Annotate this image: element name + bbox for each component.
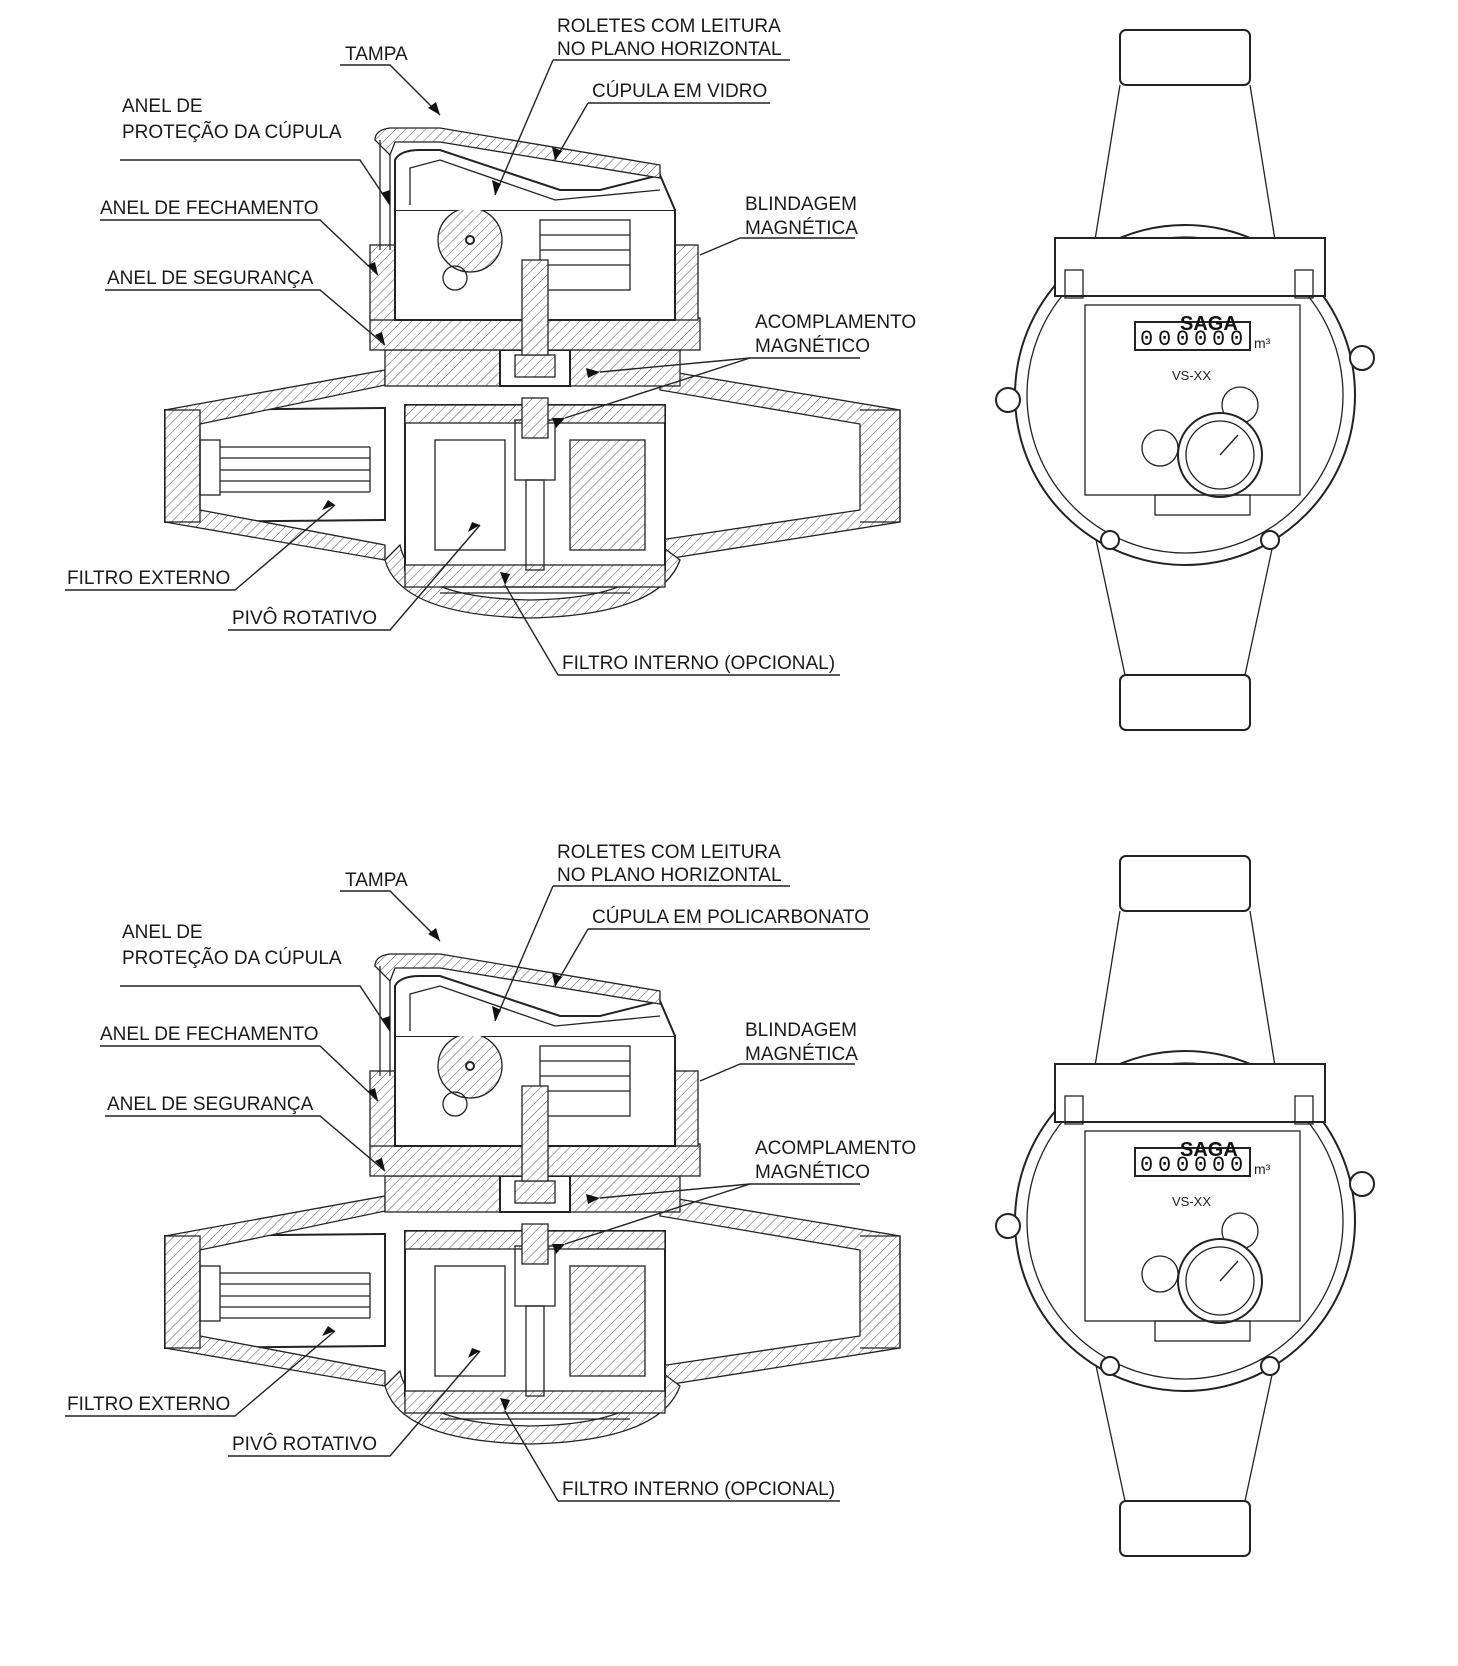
label-pivo-rotativo: PIVÔ ROTATIVO bbox=[232, 1433, 377, 1455]
label-blindagem-line1: BLINDAGEM bbox=[745, 1020, 857, 1041]
meter-model-2: VS-XX bbox=[1172, 1194, 1211, 1209]
counter-digit: 0 bbox=[1176, 1153, 1189, 1178]
counter-digit: 0 bbox=[1140, 327, 1153, 352]
label-anel-protecao-line1: ANEL DE bbox=[122, 96, 203, 117]
label-acoplamento-line1: ACOMPLAMENTO bbox=[755, 312, 916, 333]
label-tampa: TAMPA bbox=[345, 44, 408, 65]
counter-digit: 0 bbox=[1176, 327, 1189, 352]
arrowheads-2 bbox=[322, 928, 600, 1411]
meter-unit-1: m³ bbox=[1254, 335, 1271, 351]
arrowheads-1 bbox=[322, 102, 600, 585]
meter-counter-1: 0 0 0 0 0 0 bbox=[1140, 327, 1243, 352]
counter-digit: 0 bbox=[1230, 327, 1243, 352]
label-roletes-line1: ROLETES COM LEITURA bbox=[557, 842, 781, 863]
diagram-1: TAMPA ROLETES COM LEITURA NO PLANO HORIZ… bbox=[65, 16, 1375, 731]
label-acoplamento-line2: MAGNÉTICO bbox=[755, 336, 870, 357]
counter-digit: 0 bbox=[1158, 1153, 1171, 1178]
counter-digit: 0 bbox=[1158, 327, 1171, 352]
label-roletes-line1: ROLETES COM LEITURA bbox=[557, 16, 781, 37]
label-roletes-line2: NO PLANO HORIZONTAL bbox=[557, 865, 782, 886]
label-blindagem-line2: MAGNÉTICA bbox=[745, 218, 858, 239]
label-anel-protecao-line2: PROTEÇÃO DA CÚPULA bbox=[122, 947, 342, 969]
label-tampa: TAMPA bbox=[345, 870, 408, 891]
leader-lines-1 bbox=[65, 59, 860, 676]
label-anel-protecao-line1: ANEL DE bbox=[122, 922, 203, 943]
counter-digit: 0 bbox=[1194, 327, 1207, 352]
label-blindagem-line2: MAGNÉTICA bbox=[745, 1044, 858, 1065]
leader-lines-2 bbox=[65, 885, 870, 1502]
meter-model-1: VS-XX bbox=[1172, 368, 1211, 383]
label-anel-seguranca: ANEL DE SEGURANÇA bbox=[107, 268, 314, 289]
label-cupula: CÚPULA EM VIDRO bbox=[592, 80, 767, 102]
label-roletes-line2: NO PLANO HORIZONTAL bbox=[557, 39, 782, 60]
counter-digit: 0 bbox=[1212, 1153, 1225, 1178]
label-anel-protecao-line2: PROTEÇÃO DA CÚPULA bbox=[122, 121, 342, 143]
label-anel-fechamento: ANEL DE FECHAMENTO bbox=[100, 198, 319, 219]
meter-brand-2: SAGA bbox=[1180, 1139, 1238, 1161]
label-filtro-interno: FILTRO INTERNO (OPCIONAL) bbox=[562, 653, 835, 674]
meter-counter-2: 0 0 0 0 0 0 bbox=[1140, 1153, 1243, 1178]
label-anel-fechamento: ANEL DE FECHAMENTO bbox=[100, 1024, 319, 1045]
label-pivo-rotativo: PIVÔ ROTATIVO bbox=[232, 607, 377, 629]
label-acoplamento-line2: MAGNÉTICO bbox=[755, 1162, 870, 1183]
label-blindagem-line1: BLINDAGEM bbox=[745, 194, 857, 215]
label-filtro-externo: FILTRO EXTERNO bbox=[67, 568, 230, 589]
label-filtro-externo: FILTRO EXTERNO bbox=[67, 1394, 230, 1415]
meter-brand-1: SAGA bbox=[1180, 313, 1238, 335]
meter-unit-2: m³ bbox=[1254, 1161, 1271, 1177]
label-acoplamento-line1: ACOMPLAMENTO bbox=[755, 1138, 916, 1159]
counter-digit: 0 bbox=[1194, 1153, 1207, 1178]
diagram-2: TAMPA ROLETES COM LEITURA NO PLANO HORIZ… bbox=[65, 842, 1375, 1557]
label-anel-seguranca: ANEL DE SEGURANÇA bbox=[107, 1094, 314, 1115]
label-filtro-interno: FILTRO INTERNO (OPCIONAL) bbox=[562, 1479, 835, 1500]
counter-digit: 0 bbox=[1230, 1153, 1243, 1178]
counter-digit: 0 bbox=[1212, 327, 1225, 352]
counter-digit: 0 bbox=[1140, 1153, 1153, 1178]
label-cupula: CÚPULA EM POLICARBONATO bbox=[592, 906, 869, 928]
